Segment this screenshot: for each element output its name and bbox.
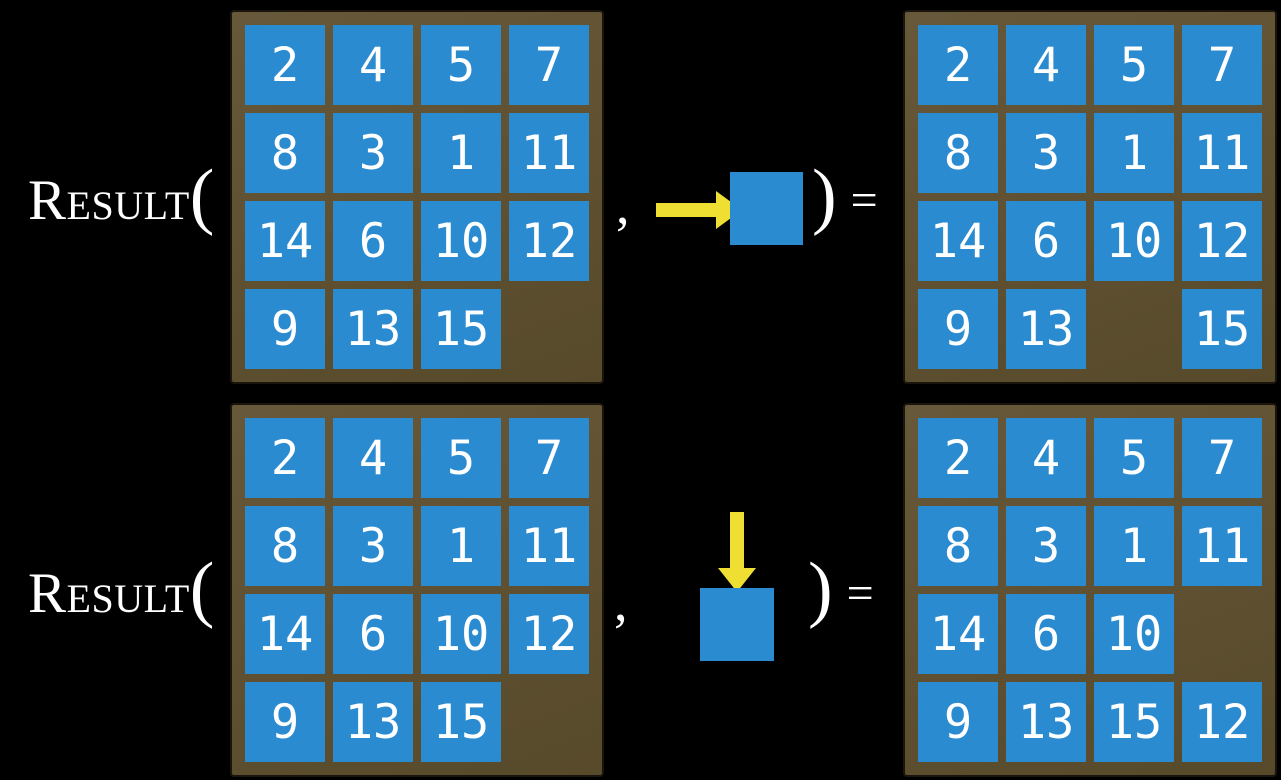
empty-cell <box>1182 594 1262 674</box>
puzzle-tile-11: 11 <box>509 506 589 586</box>
puzzle-tile-2: 2 <box>245 25 325 105</box>
puzzle-tile-7: 7 <box>509 418 589 498</box>
equals-sign: = <box>846 566 874 620</box>
comma-row1: , <box>616 175 630 235</box>
puzzle-tile-12: 12 <box>509 594 589 674</box>
puzzle-tile-1: 1 <box>1094 113 1174 193</box>
puzzle-tile-10: 10 <box>421 201 501 281</box>
puzzle-tile-15: 15 <box>421 682 501 762</box>
puzzle-tile-10: 10 <box>1094 594 1174 674</box>
puzzle-tile-11: 11 <box>1182 506 1262 586</box>
puzzle-tile-13: 13 <box>333 682 413 762</box>
puzzle-tile-4: 4 <box>1006 25 1086 105</box>
puzzle-tile-11: 11 <box>509 113 589 193</box>
puzzle-tile-9: 9 <box>918 289 998 369</box>
puzzle-tile-13: 13 <box>1006 289 1086 369</box>
puzzle-tile-10: 10 <box>421 594 501 674</box>
puzzle-tile-2: 2 <box>918 418 998 498</box>
puzzle-tile-12: 12 <box>1182 682 1262 762</box>
puzzle-tile-7: 7 <box>1182 25 1262 105</box>
function-name: Result <box>28 168 190 232</box>
puzzle-tile-14: 14 <box>918 201 998 281</box>
down-arrow-icon <box>718 512 756 592</box>
puzzle-tile-5: 5 <box>1094 25 1174 105</box>
puzzle-tile-7: 7 <box>1182 418 1262 498</box>
puzzle-tile-8: 8 <box>245 113 325 193</box>
close-equals-row1: ) = <box>812 150 878 250</box>
puzzle-tile-13: 13 <box>1006 682 1086 762</box>
move-tile-square-row1 <box>730 172 803 245</box>
puzzle-tile-10: 10 <box>1094 201 1174 281</box>
puzzle-tile-4: 4 <box>1006 418 1086 498</box>
puzzle-tile-1: 1 <box>421 506 501 586</box>
puzzle-tile-14: 14 <box>918 594 998 674</box>
puzzle-tile-14: 14 <box>245 594 325 674</box>
puzzle-tile-2: 2 <box>918 25 998 105</box>
puzzle-tile-5: 5 <box>421 25 501 105</box>
puzzle-tile-3: 3 <box>1006 113 1086 193</box>
puzzle-tile-13: 13 <box>333 289 413 369</box>
puzzle-tile-6: 6 <box>333 201 413 281</box>
puzzle-tile-3: 3 <box>333 113 413 193</box>
result-call-label-row2: Result( <box>28 543 214 643</box>
right-arrow-icon <box>656 191 742 229</box>
puzzle-tile-1: 1 <box>421 113 501 193</box>
puzzle-tile-7: 7 <box>509 25 589 105</box>
puzzle-tile-8: 8 <box>918 506 998 586</box>
open-paren: ( <box>189 548 215 630</box>
empty-cell <box>1094 289 1174 369</box>
equals-sign: = <box>850 173 878 227</box>
puzzle-tile-5: 5 <box>421 418 501 498</box>
puzzle-tile-15: 15 <box>1094 682 1174 762</box>
puzzle-tile-12: 12 <box>1182 201 1262 281</box>
puzzle-tile-9: 9 <box>245 682 325 762</box>
puzzle-tile-6: 6 <box>1006 201 1086 281</box>
puzzle-tile-6: 6 <box>333 594 413 674</box>
close-equals-row2: ) = <box>808 543 874 643</box>
open-paren: ( <box>189 155 215 237</box>
puzzle-tile-6: 6 <box>1006 594 1086 674</box>
puzzle-tile-9: 9 <box>245 289 325 369</box>
move-tile-square-row2 <box>700 588 774 661</box>
puzzle-tile-8: 8 <box>918 113 998 193</box>
puzzle-tile-14: 14 <box>245 201 325 281</box>
puzzle-tile-1: 1 <box>1094 506 1174 586</box>
puzzle-tile-4: 4 <box>333 418 413 498</box>
puzzle-tile-11: 11 <box>1182 113 1262 193</box>
empty-cell <box>509 289 589 369</box>
puzzle-tile-12: 12 <box>509 201 589 281</box>
puzzle-tile-4: 4 <box>333 25 413 105</box>
function-name: Result <box>28 561 190 625</box>
result-call-label-row1: Result( <box>28 150 214 250</box>
puzzle-tile-3: 3 <box>333 506 413 586</box>
puzzle-tile-15: 15 <box>1182 289 1262 369</box>
comma-row2: , <box>614 572 628 632</box>
puzzle-tile-3: 3 <box>1006 506 1086 586</box>
puzzle-tile-15: 15 <box>421 289 501 369</box>
puzzle-tile-8: 8 <box>245 506 325 586</box>
puzzle-tile-5: 5 <box>1094 418 1174 498</box>
puzzle-tile-2: 2 <box>245 418 325 498</box>
close-paren: ) <box>812 155 837 237</box>
close-paren: ) <box>808 548 833 630</box>
puzzle-tile-9: 9 <box>918 682 998 762</box>
empty-cell <box>509 682 589 762</box>
